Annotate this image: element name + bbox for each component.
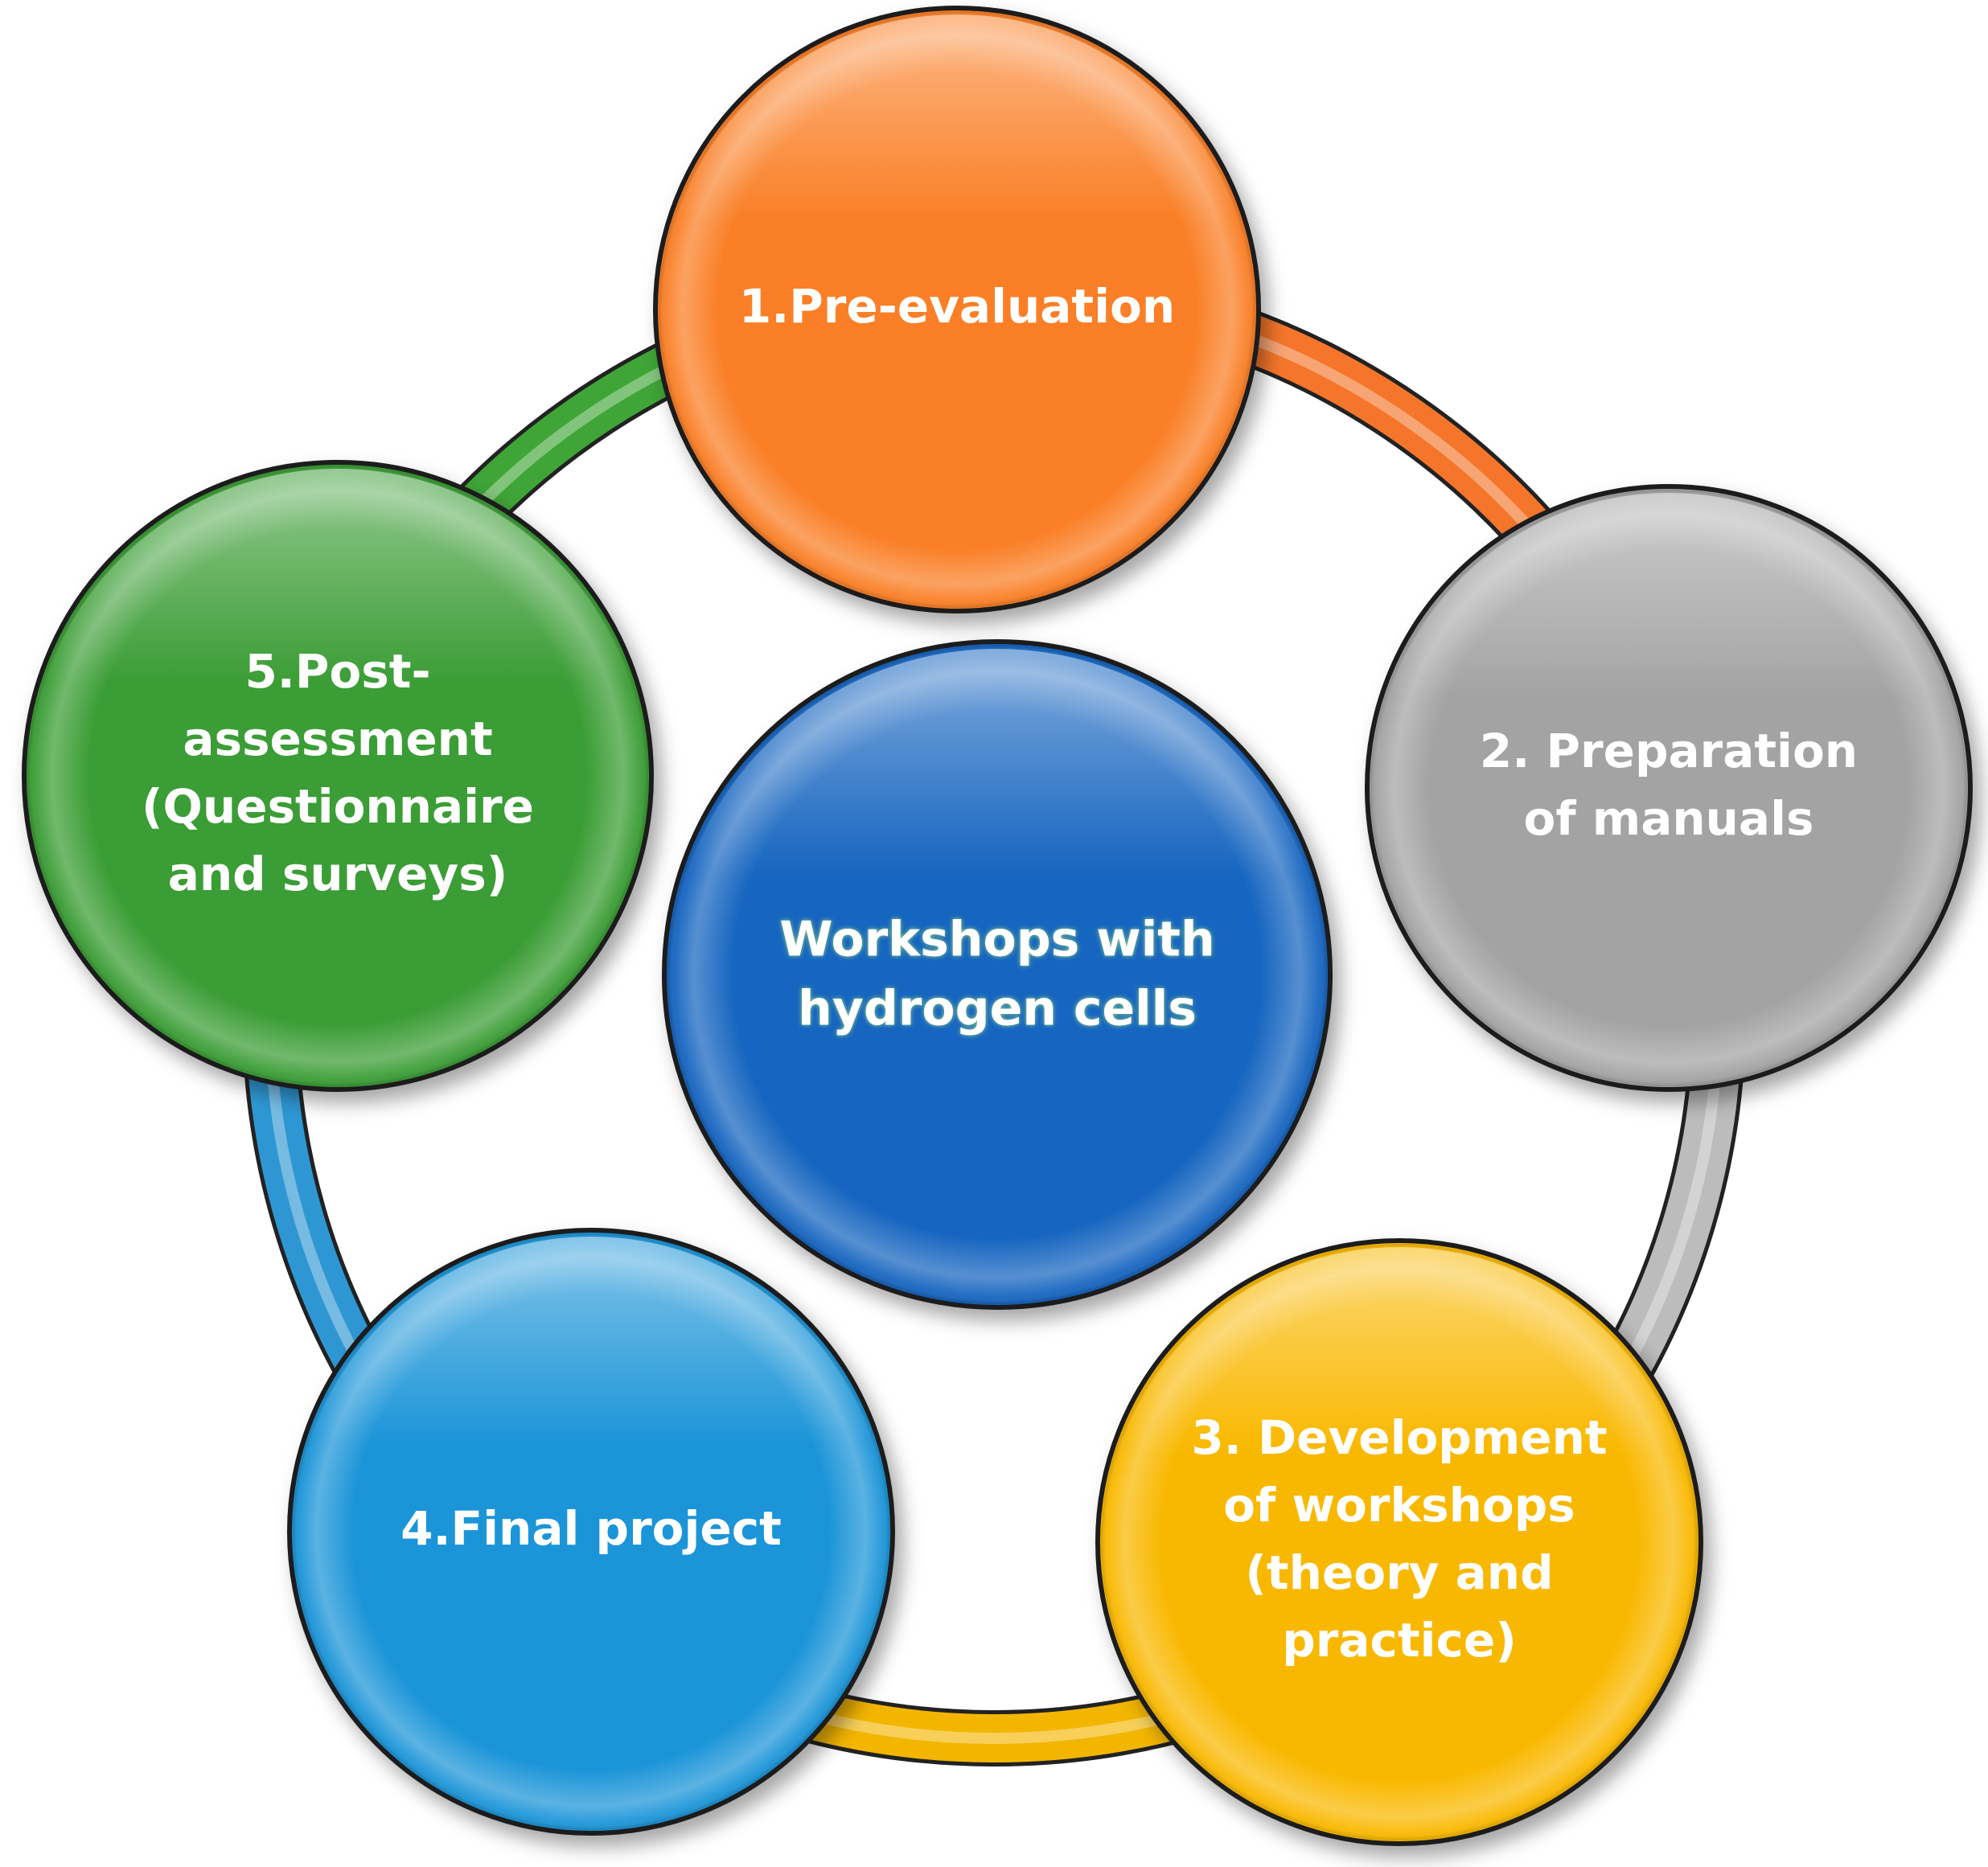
step-label-post-assessment-line-2: assessment [183,712,492,766]
step-label-preparation-of-manuals-line-2: of manuals [1524,791,1814,846]
step-label-post-assessment-line-3: (Questionnaire [142,779,534,834]
step-circle-shine-pre-evaluation [662,14,1252,605]
step-label-post-assessment-line-1: 5.Post- [244,644,430,699]
step-label-development-of-workshops-line-2: of workshops [1223,1478,1575,1533]
step-label-development-of-workshops-line-4: practice) [1282,1613,1516,1668]
step-node-final-project: 4.Final project [287,1228,895,1836]
step-label-post-assessment-line-4: and surveys) [168,847,508,901]
step-label-final-project-line-1: 4.Final project [400,1501,782,1556]
step-node-post-assessment: 5.Post-assessment (Questionnaire and surve… [22,460,654,1092]
step-label-preparation-of-manuals-line-1: 2. Preparation [1480,724,1858,778]
step-node-development-of-workshops: 3. Development of workshops (theory and pra… [1095,1238,1703,1846]
center-label-line-1: Workshops with [779,912,1214,968]
step-label-development-of-workshops-line-1: 3. Development [1191,1410,1607,1465]
step-node-pre-evaluation: 1.Pre-evaluation [653,6,1261,613]
center-circle-shine [672,649,1323,1300]
step-circle-shine-post-assessment [31,469,645,1083]
step-circle-shine-development-of-workshops [1104,1247,1694,1837]
step-node-preparation-of-manuals: 2. Preparation of manuals [1365,484,1973,1092]
cycle-steps: 1.Pre-evaluation 2. Preparation of manuals… [22,6,1973,1846]
step-label-pre-evaluation-line-1: 1.Pre-evaluation [739,279,1175,334]
step-circle-shine-final-project [296,1237,886,1827]
step-label-development-of-workshops-line-3: (theory and [1245,1545,1553,1600]
center-node: Workshops with hydrogen cells [662,639,1333,1310]
step-circle-shine-preparation-of-manuals [1374,493,1964,1083]
center-label-line-2: hydrogen cells [798,981,1197,1037]
